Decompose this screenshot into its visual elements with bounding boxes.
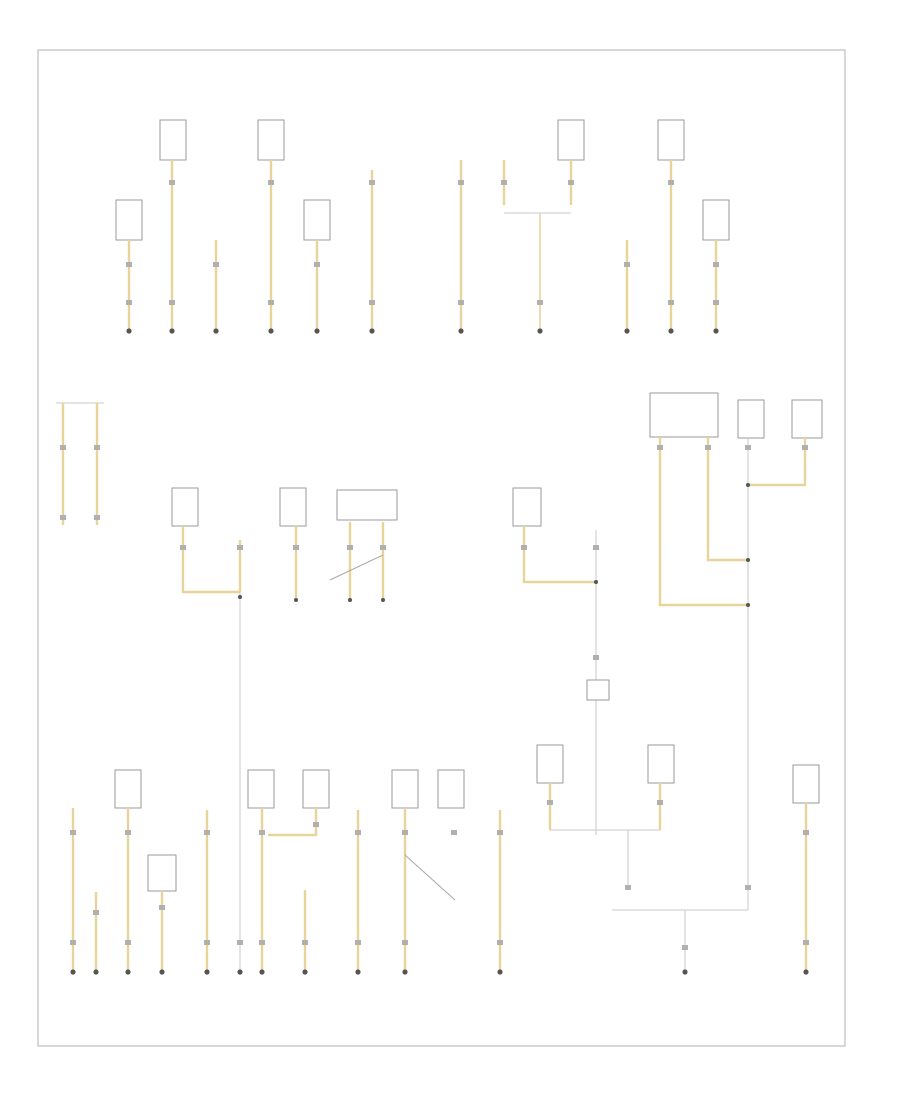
diagram-frame bbox=[37, 49, 846, 1047]
component-box bbox=[159, 119, 187, 161]
component-box bbox=[792, 764, 820, 804]
component-box bbox=[115, 199, 143, 241]
component-box bbox=[391, 769, 419, 809]
component-box-small bbox=[586, 679, 610, 701]
component-box bbox=[147, 854, 177, 892]
component-box bbox=[647, 744, 675, 784]
component-box bbox=[279, 487, 307, 527]
component-box bbox=[702, 199, 730, 241]
component-box bbox=[557, 119, 585, 161]
bottom-circuits bbox=[70, 744, 820, 975]
ground-terminals-top bbox=[126, 328, 719, 334]
component-box bbox=[302, 769, 330, 809]
component-box bbox=[114, 769, 142, 809]
top-row-circuits bbox=[115, 119, 730, 334]
component-box bbox=[657, 119, 685, 161]
ground-terminals-bottom bbox=[70, 969, 809, 975]
component-box bbox=[512, 487, 542, 527]
component-box bbox=[171, 487, 199, 527]
component-box bbox=[247, 769, 275, 809]
component-box bbox=[536, 744, 564, 784]
connector-blocks-bottom bbox=[70, 800, 809, 950]
middle-circuits bbox=[56, 392, 823, 975]
component-box-wide bbox=[649, 392, 719, 438]
component-box-wide bbox=[336, 489, 398, 521]
component-box bbox=[791, 399, 823, 439]
connector-blocks-top bbox=[126, 180, 719, 305]
component-box bbox=[303, 199, 331, 241]
component-box bbox=[437, 769, 465, 809]
component-box bbox=[257, 119, 285, 161]
connector-blocks-middle bbox=[60, 445, 808, 660]
component-box bbox=[737, 399, 765, 439]
